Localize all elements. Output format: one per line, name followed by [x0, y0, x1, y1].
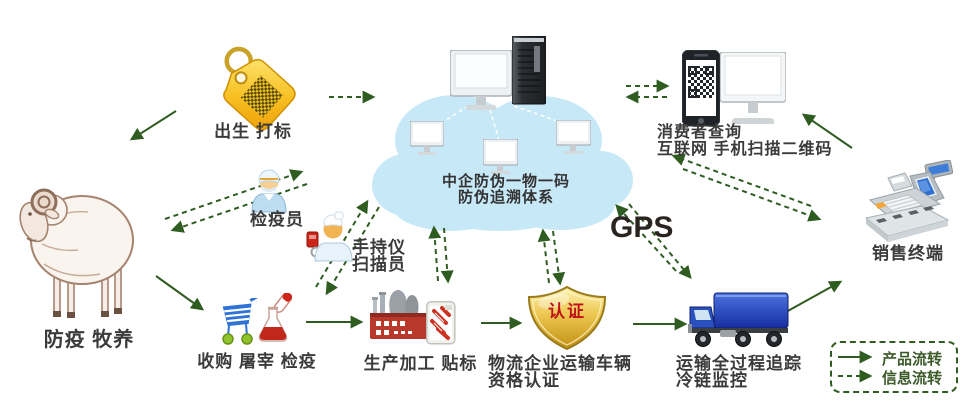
label-logistics: 物流企业 资格认证	[488, 354, 560, 390]
arrow-solid-tag-to-sheep	[129, 110, 177, 141]
arrow-dashed-consumer-to-pos	[682, 168, 822, 222]
shield-badge-label: 认证	[548, 302, 586, 321]
label-consumer: 消费者查询 互联网 手机扫描二维码	[657, 124, 833, 158]
client-monitor-right-icon	[555, 119, 592, 163]
meat-package-icon	[426, 301, 457, 350]
truck-icon	[688, 290, 792, 355]
shopping-cart-icon	[218, 295, 260, 351]
main-computer-icon	[449, 49, 513, 119]
label-cloud-title: 中企防伪一物一码 防伪追溯体系	[441, 173, 570, 206]
label-scanner: 手持仪 扫描员	[352, 238, 406, 274]
certification-shield-icon	[524, 285, 610, 356]
legend-info-flow-label: 信息流转	[882, 370, 943, 387]
consumer-monitor-icon	[719, 51, 787, 133]
label-purchase: 收购 屠宰 检疫	[197, 352, 317, 371]
client-monitor-center-icon	[482, 138, 519, 183]
label-pos: 销售终端	[872, 244, 944, 263]
arrow-dashed-pos-to-consumer	[671, 153, 812, 207]
sheep-icon	[8, 148, 140, 335]
server-tower-icon	[511, 35, 547, 111]
client-monitor-left-icon	[409, 120, 445, 164]
label-vehicle: 运输车辆	[560, 354, 632, 373]
label-sheep: 防疫 牧养	[43, 329, 135, 351]
label-gps: GPS	[610, 211, 674, 244]
factory-icon	[370, 287, 428, 350]
arrow-solid-sheep-to-purchase	[155, 275, 205, 311]
cash-register-icon	[860, 159, 954, 249]
legend-box	[830, 341, 958, 393]
label-transport: 运输全过程追踪 冷链监控	[676, 354, 802, 390]
label-tag: 出生 打标	[214, 122, 292, 141]
test-flask-icon	[256, 292, 293, 350]
label-inspector: 检疫员	[250, 210, 304, 229]
legend-product-flow-label: 产品流转	[882, 351, 943, 368]
cloud-shape	[372, 92, 634, 239]
birth-tag-icon	[203, 42, 303, 147]
arrow-solid-truck-to-pos	[785, 280, 843, 313]
label-factory: 生产加工 贴标	[363, 354, 478, 373]
smartphone-qr-icon	[681, 49, 721, 133]
